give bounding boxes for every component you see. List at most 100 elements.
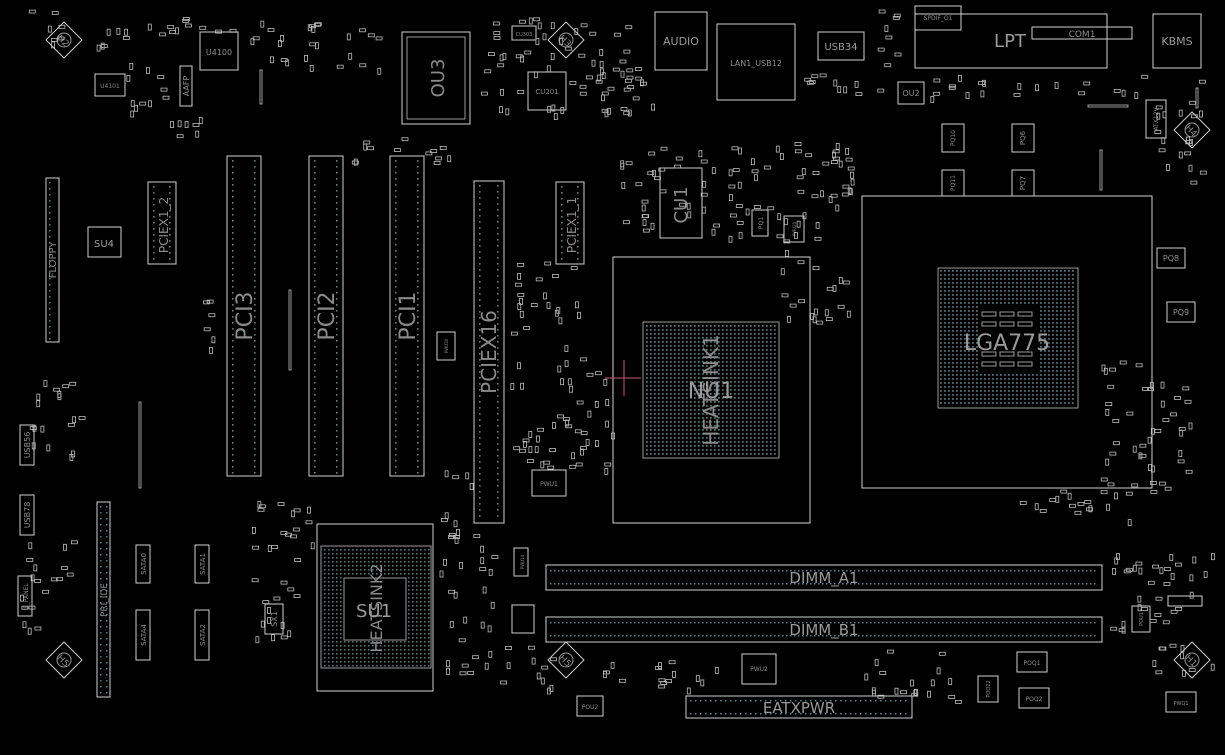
svg-text:LPT: LPT	[994, 31, 1027, 52]
svg-text:PCIEX1_2: PCIEX1_2	[157, 197, 171, 253]
pin-header-right	[1167, 595, 1203, 607]
svg-text:SATA0: SATA0	[140, 553, 148, 575]
header-aafp: AAFP	[179, 65, 193, 107]
svg-text:PWU1: PWU1	[540, 481, 558, 488]
chip-cu303: CU303	[511, 25, 537, 41]
svg-text:PCI1: PCI1	[396, 291, 421, 340]
slot-dimm-a1: DIMM_A1	[545, 564, 1103, 591]
slot-pci3: PCI3	[226, 155, 262, 477]
connector-usb34: USB34	[817, 31, 865, 61]
svg-text:U4100: U4100	[206, 48, 232, 57]
chip-poq2: POQ2	[1018, 687, 1050, 709]
chip-pwu14: PWU14	[513, 547, 529, 577]
hole-label-br: H1	[1183, 653, 1199, 669]
slot-pciex16: PCIEX16	[473, 180, 505, 524]
connector-sata1: SATA1	[194, 544, 210, 584]
mounting-hole-br: H1	[1173, 641, 1211, 679]
passive-components	[19, 9, 1215, 704]
slot-pci2: PCI2	[308, 155, 344, 477]
slot-pins	[49, 160, 579, 694]
slot-pciex1-1: PCIEX1_1	[555, 181, 585, 265]
connector-sata4: SATA4	[135, 609, 151, 661]
chip-poq1: POQ1	[1016, 651, 1048, 673]
heatsink-1: HEATSINK1 NU1	[612, 256, 811, 524]
header-usb78: USB78	[19, 494, 35, 536]
svg-text:FLOPPY: FLOPPY	[48, 241, 59, 279]
svg-text:COM1: COM1	[1069, 30, 1096, 40]
svg-text:SATA4: SATA4	[140, 624, 148, 646]
mounting-hole-tc: H3	[547, 21, 585, 59]
southbridge-pins	[324, 549, 430, 667]
svg-text:CU201: CU201	[535, 88, 558, 96]
hole-label-bl: H5	[55, 653, 71, 669]
chip-ou3: OU3	[401, 31, 471, 125]
svg-text:CU1: CU1	[671, 186, 692, 223]
svg-text:USB78: USB78	[23, 502, 32, 529]
heatsink1-label: HEATSINK1	[699, 334, 723, 445]
slot-pci1: PCI1	[389, 155, 425, 477]
svg-text:USB56: USB56	[23, 432, 32, 459]
svg-text:POQ1: POQ1	[1024, 660, 1041, 667]
svg-text:USB34: USB34	[824, 42, 857, 53]
svg-text:CU303: CU303	[516, 32, 533, 38]
connector-sata0: SATA0	[135, 544, 151, 584]
southbridge-label: SU1	[356, 601, 392, 622]
svg-text:POU1: POU1	[1139, 612, 1145, 626]
connector-sata2: SATA2	[194, 609, 210, 661]
chip-u4100: U4100	[199, 31, 239, 71]
svg-text:OU3: OU3	[428, 59, 449, 98]
svg-text:PQ6: PQ6	[1019, 130, 1027, 145]
svg-text:PWU2: PWU2	[750, 666, 768, 673]
mounting-hole-bc: H5	[547, 641, 585, 679]
svg-text:PWQ1: PWQ1	[1173, 701, 1188, 707]
hole-label-bc: H5	[557, 653, 573, 669]
svg-text:SATA2: SATA2	[199, 624, 207, 646]
crosshair-marker	[605, 360, 641, 396]
svg-text:SATA1: SATA1	[199, 553, 207, 575]
heatsink-2: HEATSINK2 SU1	[316, 523, 434, 692]
chip-cu201: CU201	[527, 71, 567, 111]
svg-text:DIMM_A1: DIMM_A1	[789, 569, 858, 588]
svg-text:OU2: OU2	[902, 89, 919, 98]
connector-com1: COM1	[1031, 26, 1133, 40]
svg-text:POU2: POU2	[582, 704, 599, 711]
header-usb56: USB56	[19, 424, 35, 466]
chip-u4101: U4101	[94, 73, 126, 97]
connector-eatxpwr: EATXPWR	[685, 695, 913, 719]
svg-text:AUDIO: AUDIO	[663, 35, 699, 48]
cpu-socket-pins	[940, 270, 1074, 404]
component-box	[511, 604, 535, 634]
mosfet-pq10: PQ10	[941, 123, 965, 153]
connector-audio: AUDIO	[654, 11, 708, 71]
chip-pwu30: PWU30	[436, 331, 456, 361]
svg-text:KBMS: KBMS	[1161, 35, 1192, 48]
svg-text:PQ1: PQ1	[758, 217, 765, 229]
svg-text:DIMM_B1: DIMM_B1	[789, 621, 858, 640]
svg-text:PCI3: PCI3	[233, 291, 258, 340]
svg-text:SU4: SU4	[94, 239, 114, 250]
svg-text:POQ2: POQ2	[1026, 696, 1043, 703]
chip-poq22: POQ22	[977, 675, 999, 703]
svg-text:POQ22: POQ22	[986, 680, 992, 697]
dimm-pins	[550, 570, 1096, 715]
hole-label-tr: H4	[1183, 123, 1199, 139]
connector-pri-ide: PRI_IDE	[96, 501, 111, 698]
chip-cu1: CU1	[659, 167, 703, 239]
chip-pwu1: PWU1	[531, 469, 567, 497]
connector-lan-usb12: LAN1_USB12	[716, 23, 796, 101]
chip-pou2: POU2	[576, 695, 604, 717]
heatsink2-label: HEATSINK2	[367, 563, 386, 652]
svg-text:F_PANEL: F_PANEL	[23, 583, 30, 609]
slot-pciex1-2: PCIEX1_2	[147, 181, 177, 265]
crystal-sx1: SX1	[264, 603, 284, 635]
cpu-socket-label: LGA775	[964, 331, 1050, 356]
connector-spdif: SPDIF_O1	[914, 5, 962, 31]
northbridge-pins	[646, 325, 776, 455]
mounting-hole-bl: H5	[45, 641, 83, 679]
chip-pwu2: PWU2	[741, 653, 777, 685]
svg-text:SX1: SX1	[270, 611, 279, 627]
svg-text:LAN1_USB12: LAN1_USB12	[730, 59, 782, 68]
svg-text:PQ9: PQ9	[1173, 308, 1189, 317]
connector-lpt: LPT	[914, 13, 1108, 69]
